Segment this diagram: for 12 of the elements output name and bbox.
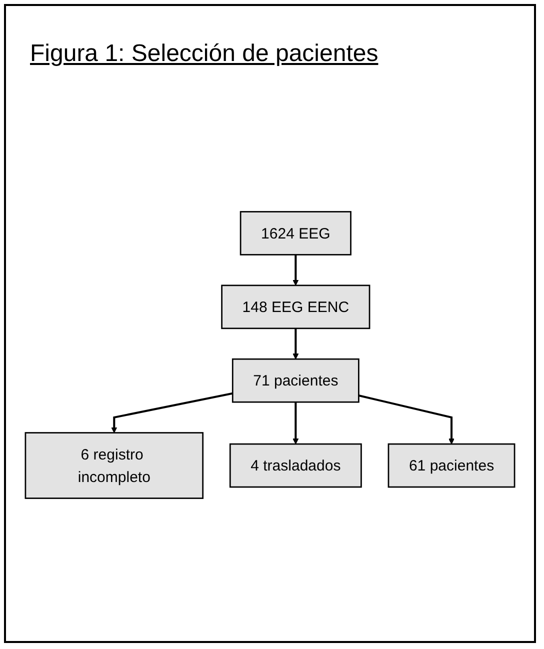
node-box: 4 trasladados <box>229 443 362 488</box>
arrow <box>292 254 299 286</box>
arrow <box>292 328 299 360</box>
node-box: 148 EEG EENC <box>221 284 370 330</box>
arrow <box>358 394 455 444</box>
arrow <box>111 392 233 434</box>
node-box: 71 pacientes <box>232 358 360 403</box>
node-box: 6 registro incompleto <box>24 432 204 499</box>
figure-title: Figura 1: Selección de pacientes <box>30 40 378 68</box>
arrow <box>292 402 299 444</box>
node-box: 1624 EEG <box>240 211 352 256</box>
node-box: 61 pacientes <box>388 443 516 488</box>
